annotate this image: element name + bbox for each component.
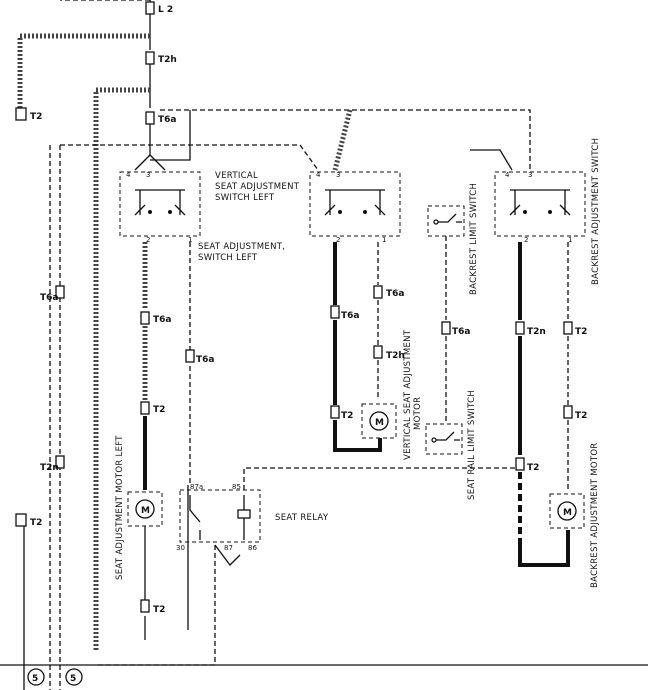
- svg-text:T2: T2: [153, 405, 165, 415]
- svg-text:87a: 87a: [190, 483, 203, 491]
- svg-text:30: 30: [176, 544, 185, 552]
- connector-t2-left-low: T2: [15, 513, 42, 528]
- svg-text:BACKREST ADJUSTMENT SWITCH: BACKREST ADJUSTMENT SWITCH: [591, 138, 601, 285]
- svg-text:86: 86: [248, 544, 257, 552]
- connector-t2h-mid: T2h: [373, 345, 405, 361]
- svg-text:87: 87: [224, 544, 233, 552]
- svg-text:VERTICAL SEAT ADJUSTMENT: VERTICAL SEAT ADJUSTMENT: [403, 329, 413, 460]
- svg-text:SEAT RAIL LIMIT SWITCH: SEAT RAIL LIMIT SWITCH: [467, 390, 477, 500]
- connector-t6a-limit: T6a: [441, 321, 470, 337]
- svg-text:BACKREST LIMIT SWITCH: BACKREST LIMIT SWITCH: [469, 183, 479, 295]
- svg-text:5: 5: [32, 674, 38, 684]
- svg-text:3: 3: [336, 171, 340, 179]
- svg-text:M: M: [141, 506, 150, 516]
- ground-5-b: 5: [65, 668, 83, 686]
- connector-t2-right2: T2: [563, 321, 587, 337]
- svg-text:4: 4: [126, 171, 131, 179]
- svg-text:T6a: T6a: [386, 289, 404, 299]
- switch-vertical-left: 4 3 2 1 VERTICAL SEAT ADJUSTMENT SWITCH …: [119, 171, 300, 244]
- svg-text:MOTOR: MOTOR: [413, 397, 423, 430]
- svg-text:T2: T2: [153, 605, 165, 615]
- connector-t2-topleft: T2: [15, 107, 42, 122]
- seat-adj-motor-left: M SEAT ADJUSTMENT MOTOR LEFT: [115, 435, 163, 580]
- svg-text:BACKREST ADJUSTMENT MOTOR: BACKREST ADJUSTMENT MOTOR: [590, 442, 600, 588]
- svg-text:T6a: T6a: [40, 293, 58, 303]
- svg-text:SWITCH LEFT: SWITCH LEFT: [215, 193, 275, 203]
- svg-text:L 2: L 2: [158, 5, 173, 15]
- svg-text:T2: T2: [30, 112, 42, 122]
- connector-t2h-top: T2h: [145, 51, 177, 65]
- svg-text:M: M: [375, 418, 384, 428]
- connector-t6a-right2: T6a: [373, 285, 404, 299]
- connector-t2-right1: T2n: [515, 321, 546, 337]
- svg-text:2: 2: [524, 236, 528, 244]
- svg-text:VERTICAL: VERTICAL: [215, 171, 258, 181]
- top-feed: [17, 0, 531, 690]
- svg-text:1: 1: [568, 236, 572, 244]
- svg-text:T2: T2: [575, 411, 587, 421]
- svg-text:T2: T2: [341, 411, 353, 421]
- svg-text:3: 3: [528, 171, 532, 179]
- svg-text:SEAT ADJUSTMENT: SEAT ADJUSTMENT: [215, 182, 300, 192]
- svg-text:85: 85: [232, 483, 241, 491]
- connector-t6a-mid2: T6a: [185, 349, 214, 365]
- svg-text:T6a: T6a: [452, 327, 470, 337]
- connector-t6a-top: T6a: [145, 111, 176, 125]
- connector-t6a-right: T6a: [330, 305, 359, 321]
- svg-text:T6a: T6a: [153, 315, 171, 325]
- connector-l2: L 2: [145, 1, 173, 15]
- svg-text:3: 3: [146, 171, 150, 179]
- left-wires: [142, 242, 191, 640]
- svg-text:T2: T2: [575, 327, 587, 337]
- connector-t2n-left: T2n: [40, 455, 65, 473]
- svg-text:T2: T2: [527, 463, 539, 473]
- ground-5-a: 5: [27, 668, 45, 686]
- svg-text:T2n: T2n: [40, 463, 59, 473]
- svg-text:T6a: T6a: [196, 355, 214, 365]
- svg-text:T2h: T2h: [158, 55, 177, 65]
- connector-t2-mid2: T2: [330, 405, 353, 421]
- svg-text:SEAT RELAY: SEAT RELAY: [275, 513, 329, 523]
- svg-text:T2n: T2n: [527, 327, 546, 337]
- connector-t2-right3: T2: [563, 405, 587, 421]
- svg-text:2: 2: [336, 236, 340, 244]
- backrest-limit-switch: BACKREST LIMIT SWITCH: [427, 183, 479, 320]
- svg-text:M: M: [563, 508, 572, 518]
- vertical-seat-motor: M VERTICAL SEAT ADJUSTMENT MOTOR: [361, 329, 423, 460]
- switch-backrest: 4 3 2 1 BACKREST ADJUSTMENT SWITCH: [494, 138, 601, 285]
- backrest-motor: M BACKREST ADJUSTMENT MOTOR: [549, 442, 600, 588]
- svg-text:T2: T2: [30, 518, 42, 528]
- svg-text:1: 1: [188, 236, 192, 244]
- connector-t2-right4: T2: [515, 457, 539, 473]
- svg-text:4: 4: [505, 171, 510, 179]
- svg-text:1: 1: [382, 236, 386, 244]
- svg-text:T6a: T6a: [341, 311, 359, 321]
- seat-adj-switch-label-1: SEAT ADJUSTMENT,: [198, 242, 285, 252]
- svg-text:4: 4: [316, 171, 321, 179]
- seat-rail-limit-switch: SEAT RAIL LIMIT SWITCH: [425, 336, 477, 500]
- connector-t2-bottom: T2: [140, 599, 165, 615]
- connector-t2-mid1: T2: [140, 401, 165, 415]
- middle-wires: [333, 242, 382, 452]
- connector-t6a-left: T6a: [40, 285, 65, 303]
- svg-text:SEAT ADJUSTMENT MOTOR LEFT: SEAT ADJUSTMENT MOTOR LEFT: [115, 435, 125, 580]
- seat-relay: 87a 85 30 87 86 SEAT RELAY: [96, 467, 520, 666]
- switch-vertical-middle: 4 3 2 1: [309, 171, 401, 244]
- svg-text:T6a: T6a: [158, 115, 176, 125]
- svg-text:5: 5: [70, 674, 76, 684]
- svg-text:2: 2: [146, 236, 150, 244]
- svg-text:T2h: T2h: [386, 351, 405, 361]
- right-wires: [518, 242, 570, 567]
- connector-t6a-mid1: T6a: [140, 311, 171, 325]
- seat-adj-switch-label-2: SWITCH LEFT: [198, 253, 258, 263]
